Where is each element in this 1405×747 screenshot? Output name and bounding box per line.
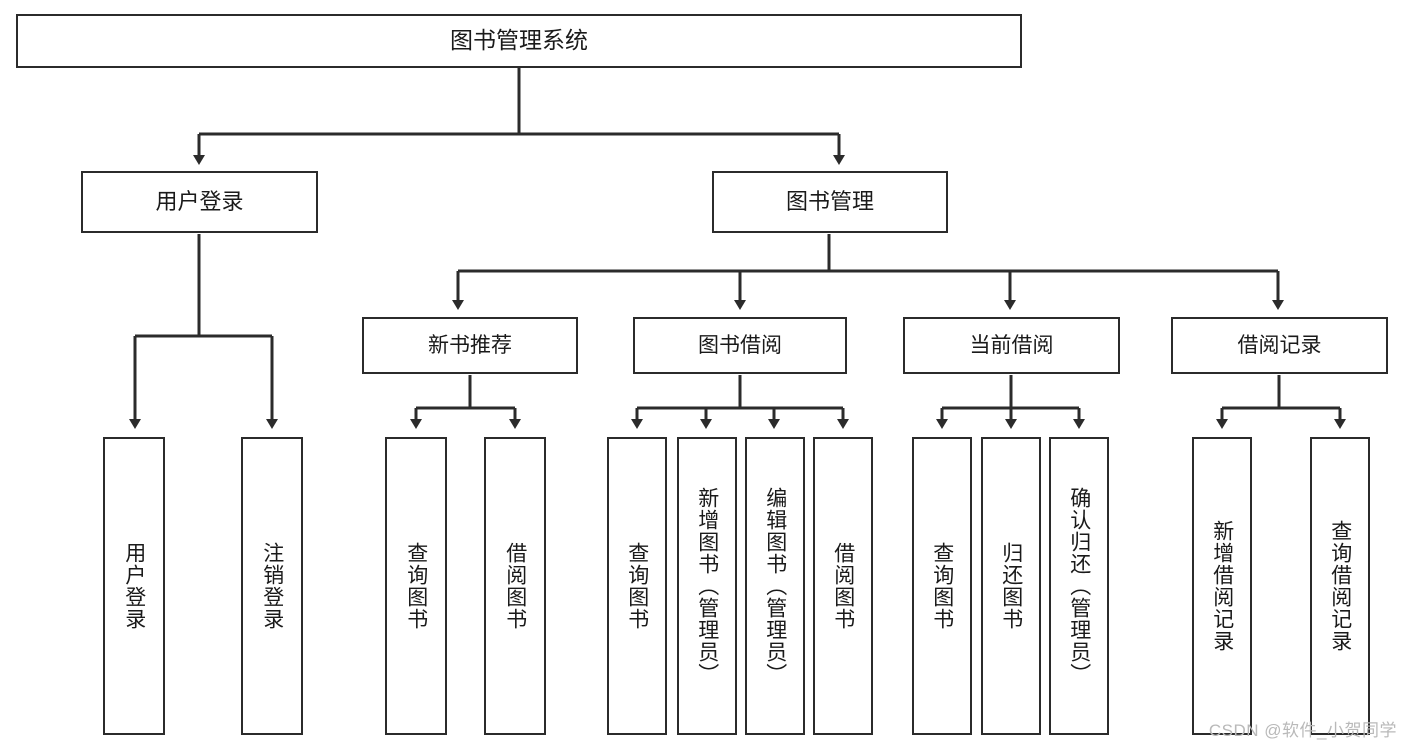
- leaf-query-book-current-label: 查询图书: [930, 542, 954, 630]
- node-root[interactable]: 图书管理系统: [16, 14, 1022, 68]
- leaf-query-book-new[interactable]: 查询图书: [385, 437, 447, 735]
- leaf-add-borrow-record[interactable]: 新增借阅记录: [1192, 437, 1252, 735]
- leaf-borrow-book-new-label: 借阅图书: [503, 542, 527, 630]
- node-book-management[interactable]: 图书管理: [712, 171, 948, 233]
- leaf-borrow-book-label: 借阅图书: [831, 542, 855, 630]
- node-new-book-recommend[interactable]: 新书推荐: [362, 317, 578, 374]
- leaf-query-book-current[interactable]: 查询图书: [912, 437, 972, 735]
- leaf-return-book[interactable]: 归还图书: [981, 437, 1041, 735]
- leaf-borrow-book[interactable]: 借阅图书: [813, 437, 873, 735]
- node-current-borrow-label: 当前借阅: [969, 333, 1054, 357]
- leaf-query-book-new-label: 查询图书: [404, 542, 428, 630]
- leaf-query-borrow-record-label: 查询借阅记录: [1328, 520, 1352, 652]
- leaf-user-login-label: 用户登录: [122, 542, 146, 630]
- leaf-confirm-return-admin[interactable]: 确认归还（管理员）: [1049, 437, 1109, 735]
- node-root-label: 图书管理系统: [450, 27, 588, 54]
- leaf-confirm-return-admin-label: 确认归还（管理员）: [1067, 487, 1091, 685]
- leaf-query-borrow-record[interactable]: 查询借阅记录: [1310, 437, 1370, 735]
- leaf-add-borrow-record-label: 新增借阅记录: [1210, 520, 1234, 652]
- node-current-borrow[interactable]: 当前借阅: [903, 317, 1120, 374]
- leaf-user-login[interactable]: 用户登录: [103, 437, 165, 735]
- leaf-logout-label: 注销登录: [260, 542, 284, 630]
- node-borrow-record-label: 借阅记录: [1237, 333, 1322, 357]
- leaf-query-book-borrow[interactable]: 查询图书: [607, 437, 667, 735]
- node-user-login[interactable]: 用户登录: [81, 171, 318, 233]
- leaf-edit-book-admin-label: 编辑图书（管理员）: [763, 487, 787, 685]
- node-book-borrow[interactable]: 图书借阅: [633, 317, 847, 374]
- leaf-return-book-label: 归还图书: [999, 542, 1023, 630]
- node-borrow-record[interactable]: 借阅记录: [1171, 317, 1388, 374]
- node-new-book-recommend-label: 新书推荐: [428, 333, 512, 357]
- leaf-add-book-admin-label: 新增图书（管理员）: [695, 487, 719, 685]
- csdn-watermark: CSDN @软件_小贺同学: [1208, 721, 1397, 740]
- leaf-borrow-book-new[interactable]: 借阅图书: [484, 437, 546, 735]
- leaf-query-book-borrow-label: 查询图书: [625, 542, 649, 630]
- leaf-edit-book-admin[interactable]: 编辑图书（管理员）: [745, 437, 805, 735]
- node-book-borrow-label: 图书借阅: [698, 333, 782, 357]
- node-user-login-label: 用户登录: [155, 188, 244, 214]
- leaf-logout[interactable]: 注销登录: [241, 437, 303, 735]
- node-book-management-label: 图书管理: [785, 188, 874, 214]
- leaf-add-book-admin[interactable]: 新增图书（管理员）: [677, 437, 737, 735]
